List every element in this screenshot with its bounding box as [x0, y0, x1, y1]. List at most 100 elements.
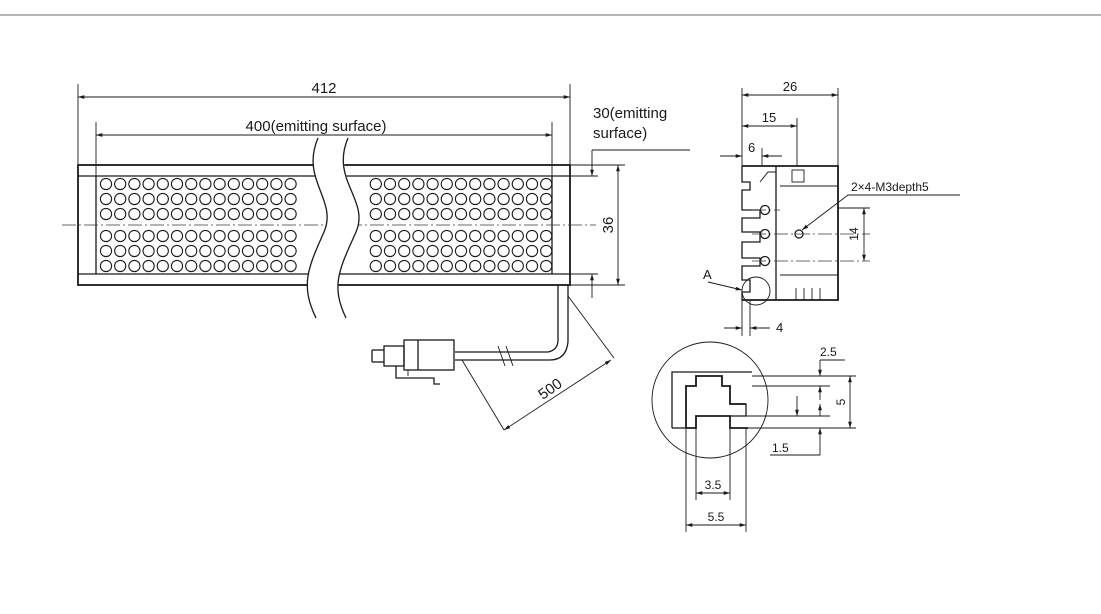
led-hole: [454, 229, 468, 243]
led-hole: [227, 259, 240, 273]
led-hole: [185, 192, 198, 206]
led-hole: [241, 207, 255, 221]
led-hole: [256, 177, 269, 191]
thread-note: 2×4-M3depth5: [851, 180, 929, 194]
t-slot-profile: [741, 166, 761, 300]
led-hole: [114, 229, 127, 243]
led-hole: [511, 244, 524, 258]
led-hole: [369, 244, 382, 258]
led-hole: [511, 177, 524, 191]
led-hole: [128, 244, 141, 258]
led-hole: [398, 177, 411, 191]
dim-14-label: 14: [847, 227, 861, 241]
led-hole: [540, 192, 553, 206]
led-hole: [469, 229, 482, 243]
led-hole: [412, 177, 425, 191]
led-hole: [241, 177, 255, 191]
led-hole: [142, 207, 155, 221]
led-hole: [525, 244, 539, 258]
led-hole: [99, 244, 113, 258]
led-hole: [398, 229, 411, 243]
led-hole: [483, 244, 496, 258]
led-hole: [426, 229, 439, 243]
led-hole: [142, 177, 155, 191]
led-hole: [426, 207, 439, 221]
dim-4-label: 4: [776, 320, 783, 335]
led-hole: [440, 259, 453, 273]
led-hole: [199, 229, 212, 243]
led-hole: [540, 244, 553, 258]
led-hole: [256, 244, 269, 258]
led-hole: [284, 207, 297, 221]
dim-412-label: 412: [311, 80, 336, 97]
led-array: [99, 177, 553, 273]
led-hole: [497, 229, 510, 243]
dim-30-label-2: surface): [593, 125, 647, 142]
led-hole: [170, 192, 184, 206]
led-hole: [497, 244, 510, 258]
led-hole: [128, 259, 141, 273]
led-hole: [256, 207, 269, 221]
front-view: 412 400(emitting surface) 30(emitting su…: [62, 80, 690, 319]
led-hole: [469, 244, 482, 258]
led-hole: [270, 259, 283, 273]
cable-assembly: 500: [371, 285, 615, 431]
led-hole: [114, 259, 127, 273]
led-hole: [270, 207, 283, 221]
dim-36-label: 36: [600, 217, 617, 234]
led-hole: [412, 207, 425, 221]
led-hole: [156, 244, 169, 258]
led-hole: [284, 259, 297, 273]
led-hole: [227, 177, 240, 191]
led-hole: [412, 192, 425, 206]
led-hole: [440, 244, 453, 258]
led-hole: [383, 244, 397, 258]
slot-profile: [685, 375, 746, 428]
led-hole: [142, 244, 155, 258]
led-hole: [284, 177, 297, 191]
dim-30-label-1: 30(emitting: [593, 105, 667, 122]
led-hole: [525, 259, 539, 273]
led-hole: [114, 192, 127, 206]
led-hole: [170, 259, 184, 273]
led-hole: [270, 177, 283, 191]
led-hole: [128, 229, 141, 243]
led-hole: [156, 207, 169, 221]
side-view: A 26 15 6 2×4-M3depth5 14 4: [703, 79, 960, 336]
led-hole: [511, 207, 524, 221]
led-hole: [511, 192, 524, 206]
break-line-left: [306, 137, 328, 319]
detail-1-5-label: 1.5: [772, 441, 789, 455]
led-hole: [213, 177, 226, 191]
led-hole: [412, 259, 425, 273]
led-hole: [426, 177, 439, 191]
led-hole: [256, 259, 269, 273]
led-hole: [241, 229, 255, 243]
led-hole: [142, 259, 155, 273]
led-hole: [398, 259, 411, 273]
led-hole: [483, 192, 496, 206]
led-hole: [270, 244, 283, 258]
led-hole: [497, 259, 510, 273]
led-hole: [199, 259, 212, 273]
led-hole: [241, 192, 255, 206]
led-hole: [440, 177, 453, 191]
led-hole: [284, 192, 297, 206]
led-hole: [156, 177, 169, 191]
dim-26-label: 26: [783, 79, 797, 94]
led-hole: [525, 229, 539, 243]
led-hole: [511, 259, 524, 273]
led-hole: [270, 192, 283, 206]
led-hole: [483, 207, 496, 221]
led-hole: [142, 192, 155, 206]
led-hole: [483, 229, 496, 243]
cable-break: [497, 345, 514, 367]
led-hole: [128, 177, 141, 191]
led-hole: [525, 177, 539, 191]
led-hole: [469, 177, 482, 191]
led-hole: [540, 207, 553, 221]
led-hole: [525, 192, 539, 206]
led-hole: [383, 259, 397, 273]
led-hole: [511, 229, 524, 243]
